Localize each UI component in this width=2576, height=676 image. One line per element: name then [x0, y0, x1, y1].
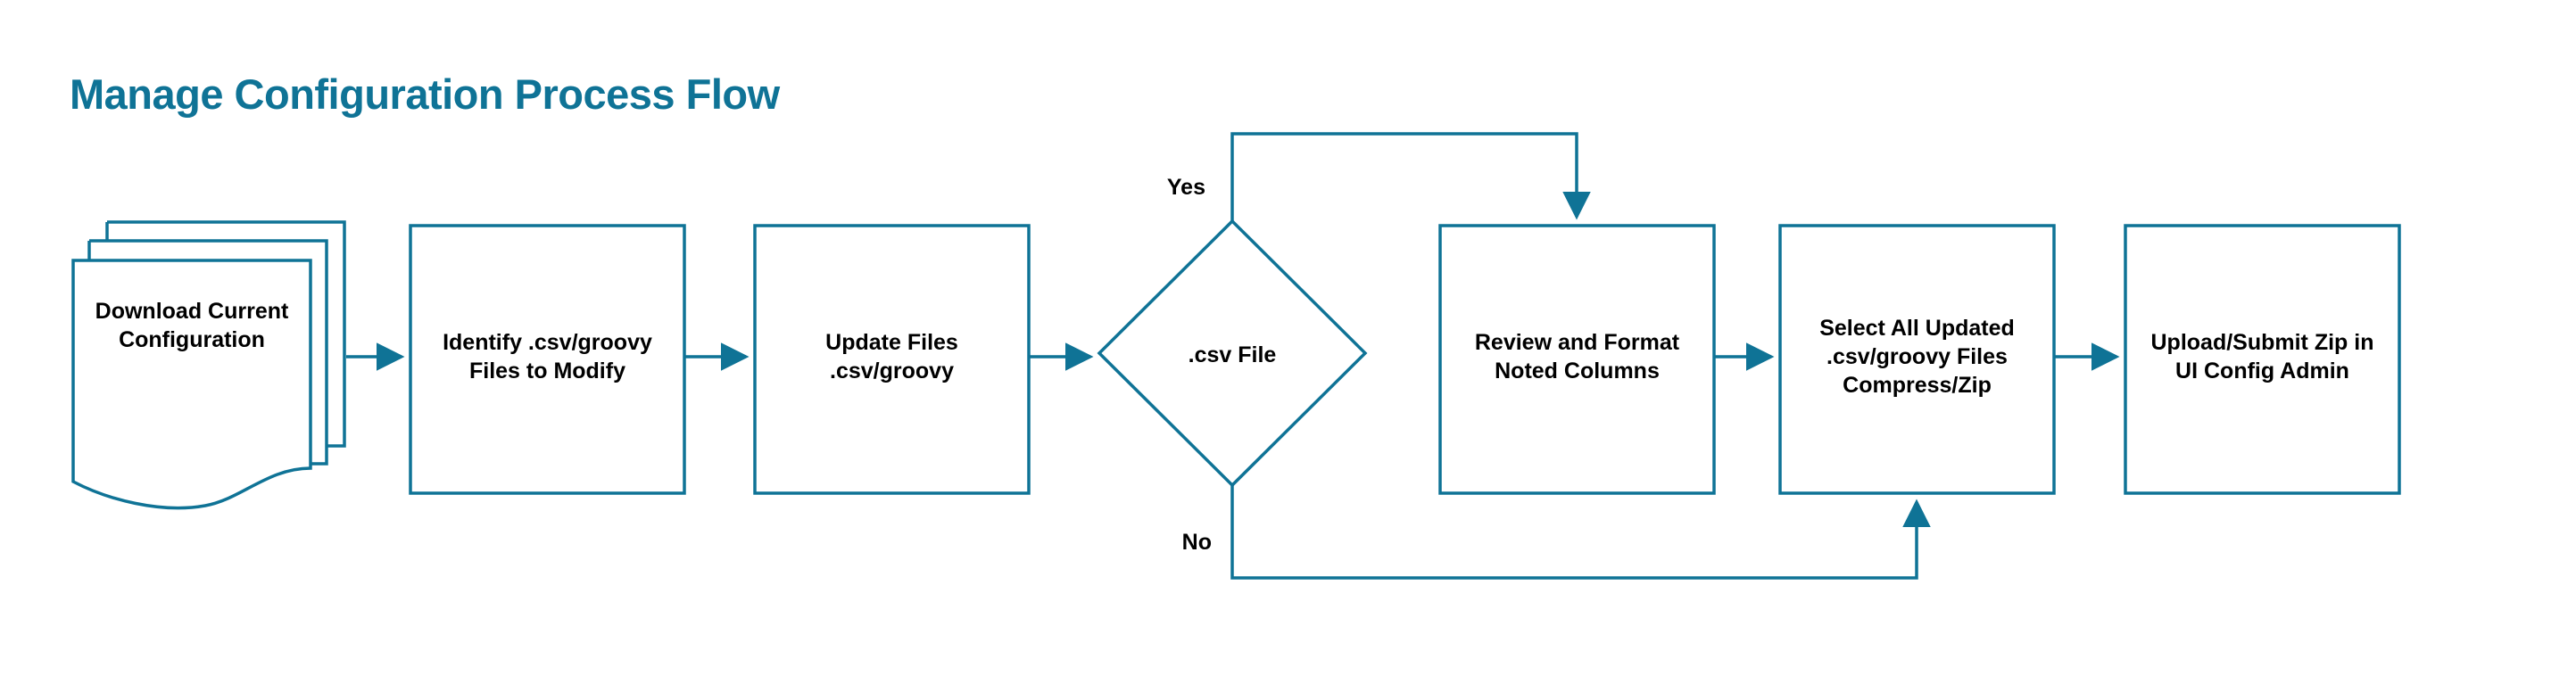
node-review-and-format-label: Review and Format Noted Columns: [1474, 330, 1680, 383]
node-select-compress-zip[interactable]: [1778, 224, 2056, 495]
node-upload-submit-zip[interactable]: [2124, 224, 2401, 495]
node-decision-csv-file-label: .csv File: [1188, 342, 1277, 367]
node-select-compress-zip-label: Select All Updated .csv/groovy Files Com…: [1819, 316, 2015, 398]
page-title: Manage Configuration Process Flow: [70, 70, 780, 118]
node-download-current-configuration-label: Download Current Configuration: [95, 299, 289, 352]
node-identify-files-label: Identify .csv/groovy Files to Modify: [443, 330, 652, 383]
node-download-current-configuration[interactable]: [71, 220, 346, 510]
node-upload-submit-zip-label: Upload/Submit Zip in UI Config Admin: [2150, 330, 2374, 383]
edge-decision-no-to-compress: [1230, 485, 1931, 580]
node-update-files-label: Update Files .csv/groovy: [825, 330, 958, 383]
edge-label-yes: Yes: [1166, 175, 1205, 200]
edge-label-no: No: [1181, 530, 1212, 555]
node-update-files[interactable]: [753, 224, 1031, 495]
edge-decision-yes-to-review: [1230, 132, 1591, 221]
node-review-and-format[interactable]: [1438, 224, 1716, 495]
node-identify-files[interactable]: [409, 224, 686, 495]
